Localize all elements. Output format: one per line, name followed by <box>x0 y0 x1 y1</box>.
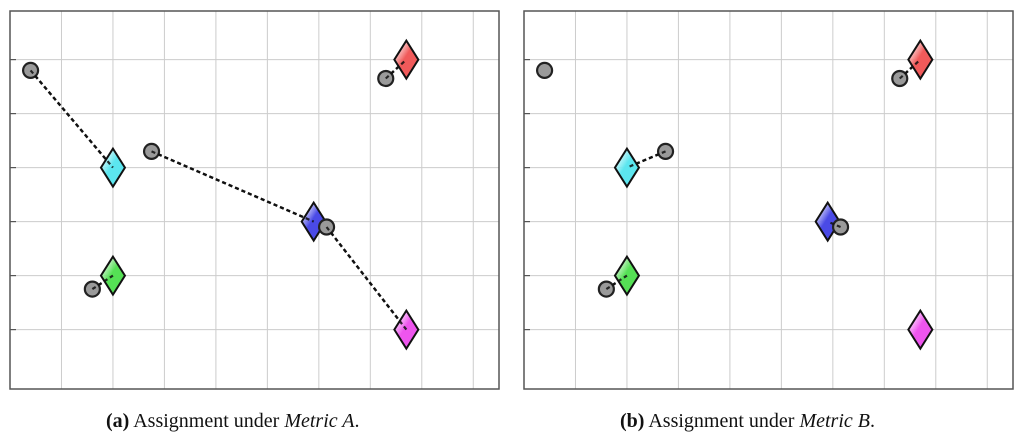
assignment-link-overlay <box>899 58 922 80</box>
panel-a-caption-metric: Metric A <box>284 410 355 432</box>
panel-b-plot <box>523 10 1014 390</box>
target-diamond-magenta <box>907 308 934 351</box>
panel-a-caption-text: Assignment under <box>133 410 285 432</box>
assignment-link-overlay <box>29 69 114 169</box>
assignment-link-overlay <box>151 150 315 223</box>
target-diamond-red <box>393 38 420 81</box>
panel-a-caption: (a) Assignment under Metric A. <box>106 410 360 433</box>
target-diamond-blue <box>814 200 841 243</box>
panel-a-svg <box>9 10 500 390</box>
target-diamond-cyan <box>613 146 641 189</box>
agent-point <box>535 61 554 80</box>
panel-b-caption-label: (b) <box>620 410 645 432</box>
panel-b-caption-metric: Metric B <box>799 410 870 432</box>
plot-frame <box>523 10 1014 390</box>
panel-a-caption-end: . <box>354 410 360 432</box>
panel-a-plot <box>9 10 500 390</box>
target-diamond-red <box>907 38 934 81</box>
assignment-link-overlay <box>827 220 841 229</box>
target-diamond-green <box>613 254 641 297</box>
assignment-link-overlay <box>325 226 408 331</box>
assignment-link-overlay <box>385 58 408 80</box>
panel-b-caption-text: Assignment under <box>648 410 800 432</box>
target-diamond-blue <box>300 200 327 243</box>
panel-b-caption: (b) Assignment under Metric B. <box>620 410 875 433</box>
panel-a-caption-label: (a) <box>106 410 130 432</box>
panel-b-caption-end: . <box>869 410 875 432</box>
panel-b-svg <box>523 10 1014 390</box>
plot-frame <box>9 10 500 390</box>
